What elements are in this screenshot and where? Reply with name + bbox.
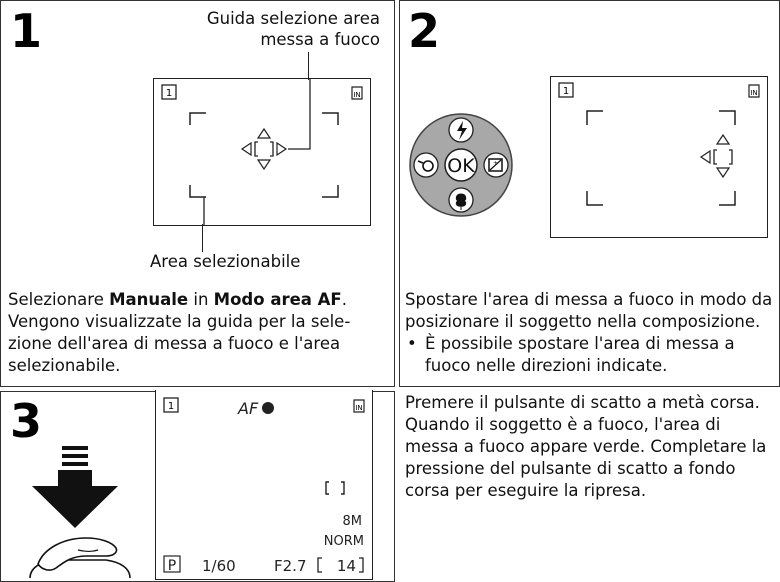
multi-selector-graphic: OK +: [409, 113, 513, 217]
step2-bullet-line1: È possibile spostare l'area di messa a: [425, 334, 735, 353]
frame-corner-br: [719, 191, 736, 206]
af-indicator-label: AF: [237, 399, 259, 418]
frame-corner-tl: [189, 112, 206, 125]
step1-callout-area: Area selezionabile: [150, 252, 301, 271]
step1-desc-line1: Selezionare Manuale in Modo area AF.: [8, 290, 347, 309]
step3-lcd-screen: 1 AF IN 8M NORM P 1/60 F2.7 14: [155, 390, 373, 580]
arrow-down-icon: [256, 159, 272, 171]
step1-desc-line4: selezionabile.: [8, 356, 121, 375]
frames-remaining-label: 14: [337, 557, 356, 575]
press-down-arrow-icon: [32, 470, 118, 528]
manual-term: Manuale: [109, 290, 189, 309]
step3-lcd-graphics: 1 AF IN 8M NORM P 1/60 F2.7 14: [163, 397, 365, 575]
aperture-label: F2.7: [274, 557, 306, 575]
press-line-2: [62, 454, 88, 458]
image-quality-label: NORM: [324, 534, 364, 549]
press-line-1: [62, 446, 88, 450]
step2-lcd-graphics: 1 IN: [558, 82, 760, 206]
internal-memory-icon: [353, 399, 365, 413]
arrow-left-icon: [699, 149, 711, 165]
arrow-up-icon: [256, 127, 272, 139]
svg-text:1: 1: [168, 401, 174, 412]
image-size-label: 8M: [343, 514, 363, 529]
shooting-mode-icon: [558, 82, 574, 98]
arrow-up-icon: [715, 133, 731, 145]
shutter-press-illustration: [29, 446, 131, 579]
step2-lcd-screen: 1 IN: [550, 76, 768, 238]
step1-lcd-graphics: 1 IN: [161, 75, 363, 229]
finger-nail: [77, 549, 99, 553]
step1-desc-line2: Vengono visualizzate la guida per la sel…: [8, 312, 351, 331]
internal-memory-icon: [351, 86, 363, 100]
step1-desc-line3: zione dell'area di messa a fuoco e l'are…: [8, 334, 341, 353]
program-mode-label: P: [168, 558, 176, 574]
bullet-dot: •: [407, 334, 417, 353]
step3-description: Premere il pulsante di scatto a metà cor…: [405, 392, 777, 502]
leader-area-ext: [202, 224, 204, 252]
press-line-3: [62, 462, 88, 466]
frame-corner-bl: [586, 191, 603, 206]
svg-text:+: +: [493, 160, 498, 167]
step3-desc-line4: pressione del pulsante di scatto a fondo: [405, 459, 736, 478]
svg-text:IN: IN: [750, 89, 757, 97]
self-timer-button: [413, 152, 439, 178]
focus-area-bracket: [254, 141, 274, 157]
ok-button-label: OK: [447, 155, 475, 177]
mode-icon-label: 1: [166, 88, 172, 99]
svg-text:1: 1: [563, 86, 569, 97]
memory-icon-label: IN: [353, 91, 360, 99]
program-mode-box: [163, 555, 181, 573]
shooting-mode-icon: [161, 84, 177, 100]
frame-corner-tr: [719, 110, 736, 125]
svg-text:IN: IN: [355, 404, 362, 412]
shooting-mode-icon: [163, 397, 179, 413]
leader-guide-ext: [308, 52, 310, 80]
macro-flower-icon: [455, 193, 467, 210]
self-timer-tick: [417, 160, 424, 164]
step1-panel: [0, 0, 395, 387]
step3-desc-line3: messa a fuoco appare verde. Completare l…: [405, 437, 767, 456]
step3-desc-line5: corsa per eseguire la ripresa.: [405, 481, 647, 500]
frame-corner-tr: [322, 112, 339, 125]
step1-callout-guide: Guida selezione area messa a fuoco: [160, 8, 380, 50]
frame-corner-br: [322, 185, 339, 198]
arrow-left-icon: [240, 141, 252, 157]
af-area-mode-term: Modo area AF: [213, 290, 342, 309]
callout-guide-line1: Guida selezione area: [206, 9, 380, 28]
step2-desc-line2: posizionare il soggetto nella composizio…: [405, 312, 761, 331]
arrow-right-icon: [276, 141, 288, 157]
focus-area-bracket: [325, 481, 345, 495]
step2-bullet: • È possibile spostare l'area di messa a…: [405, 333, 777, 377]
callout-guide-line2: messa a fuoco: [260, 30, 380, 49]
step2-bullet-line2: fuoco nelle direzioni indicate.: [425, 356, 668, 375]
arrow-down-icon: [715, 167, 731, 179]
step2-desc-line1: Spostare l'area di messa a fuoco in modo…: [405, 290, 773, 309]
finger-icon: [37, 537, 118, 571]
frame-corner-tl: [586, 110, 603, 125]
step3-number: 3: [10, 394, 43, 448]
focus-area-bracket: [713, 149, 733, 165]
step3-desc-line2: Quando il soggetto è a fuoco, l'area di: [405, 415, 721, 434]
frame-corner-bl: [189, 185, 206, 198]
step3-desc-line1: Premere il pulsante di scatto a metà cor…: [405, 393, 760, 412]
step1-description: Selezionare Manuale in Modo area AF. Ven…: [8, 289, 393, 377]
step1-number: 1: [10, 4, 43, 58]
internal-memory-icon: [748, 84, 760, 98]
af-focus-dot-icon: [262, 402, 274, 414]
step2-number: 2: [408, 4, 441, 58]
ok-button: [444, 148, 478, 182]
flash-icon: [457, 121, 467, 140]
frames-bracket-icon: [317, 557, 322, 573]
step2-description: Spostare l'area di messa a fuoco in modo…: [405, 289, 777, 377]
step1-lcd-screen: 1 IN: [153, 75, 371, 229]
guide-leader-line: [288, 75, 311, 150]
shutter-button-body: [29, 559, 131, 579]
shutter-speed-label: 1/60: [202, 557, 236, 575]
self-timer-icon: [422, 160, 434, 172]
